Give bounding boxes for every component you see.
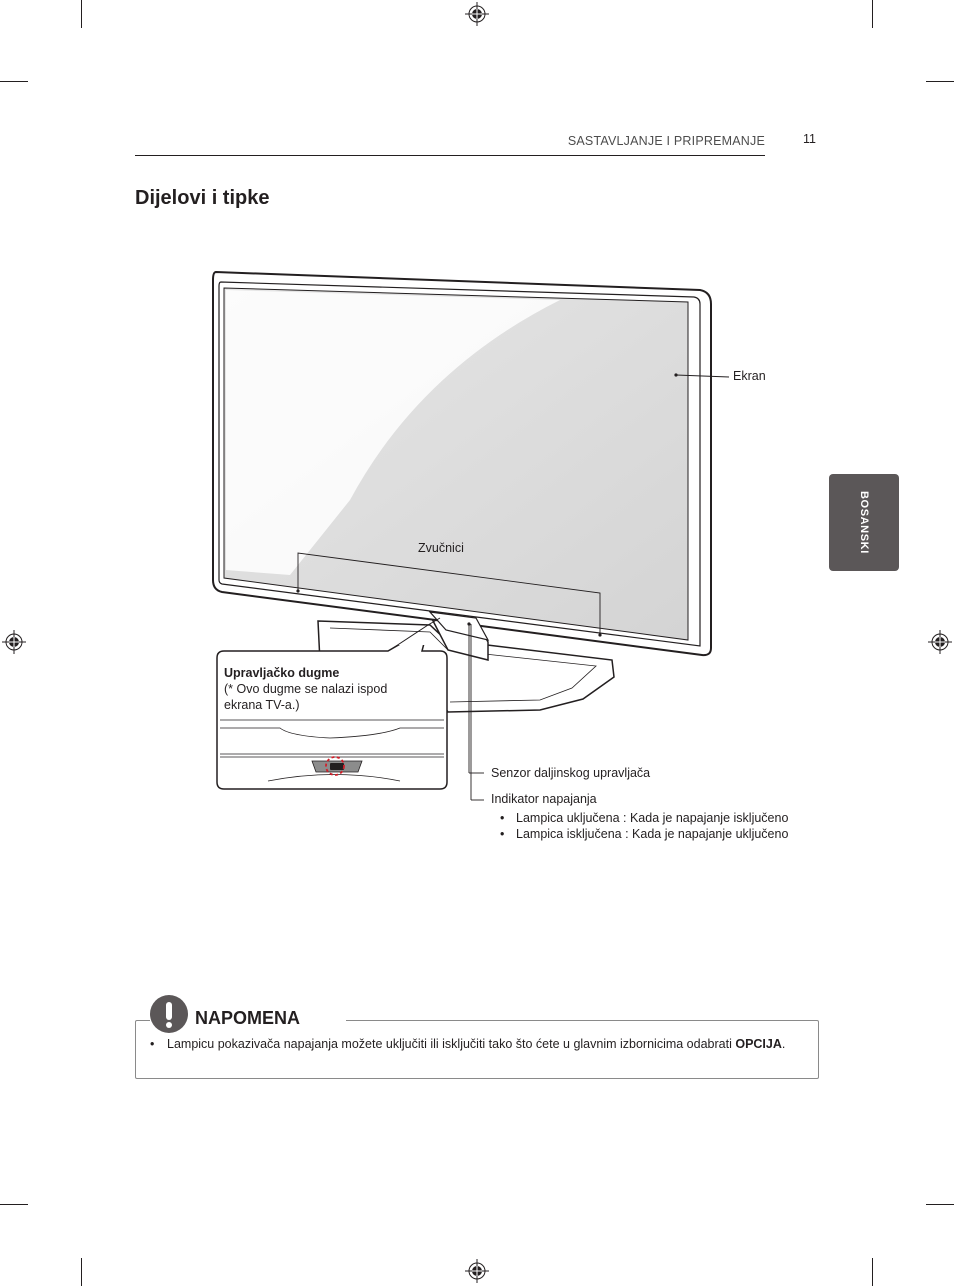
registration-mark-icon [465, 1259, 489, 1283]
registration-mark-icon [928, 630, 952, 654]
list-item: •Lampica isključena : Kada je napajanje … [500, 827, 789, 841]
remote-sensor-label: Senzor daljinskog upravljača [491, 766, 651, 780]
callout-line: (* Ovo dugme se nalazi ispod [224, 682, 388, 696]
speakers-label: Zvučnici [418, 541, 464, 555]
power-indicator-list: •Lampica uključena : Kada je napajanje i… [500, 810, 788, 842]
crop-mark [926, 81, 954, 82]
screen-label: Ekran [733, 369, 766, 383]
note-box [135, 1020, 819, 1079]
page-title: Dijelovi i tipke [135, 187, 270, 209]
note-text: • Lampicu pokazivača napajanja možete uk… [150, 1037, 786, 1051]
callout-title: Upravljačko dugme [224, 666, 340, 680]
crop-mark [81, 0, 82, 28]
crop-mark [0, 1204, 28, 1205]
exclamation-icon [150, 995, 188, 1033]
header-divider [135, 155, 765, 156]
note-box-gap [150, 1014, 346, 1026]
note-title: NAPOMENA [195, 1008, 301, 1028]
section-header: SASTAVLJANJE I PRIPREMANJE [567, 134, 765, 148]
language-tab: BOSANSKI [829, 474, 899, 571]
callout-line: ekrana TV-a.) [224, 698, 300, 712]
crop-mark [872, 1258, 873, 1286]
tv-illustration [212, 270, 712, 713]
control-button-callout [216, 645, 448, 790]
power-indicator-label: Indikator napajanja [491, 792, 597, 806]
page-number: 11 [803, 132, 816, 146]
list-item: •Lampica uključena : Kada je napajanje i… [500, 811, 789, 825]
control-button-description: Upravljačko dugme (* Ovo dugme se nalazi… [224, 665, 439, 713]
registration-mark-icon [2, 630, 26, 654]
crop-mark [81, 1258, 82, 1286]
language-tab-label: BOSANSKI [858, 491, 870, 554]
crop-mark [0, 81, 28, 82]
crop-mark [872, 0, 873, 28]
registration-mark-icon [465, 2, 489, 26]
note-menu-name: OPCIJA [735, 1037, 782, 1051]
crop-mark [926, 1204, 954, 1205]
annotation-lines [296, 373, 730, 801]
